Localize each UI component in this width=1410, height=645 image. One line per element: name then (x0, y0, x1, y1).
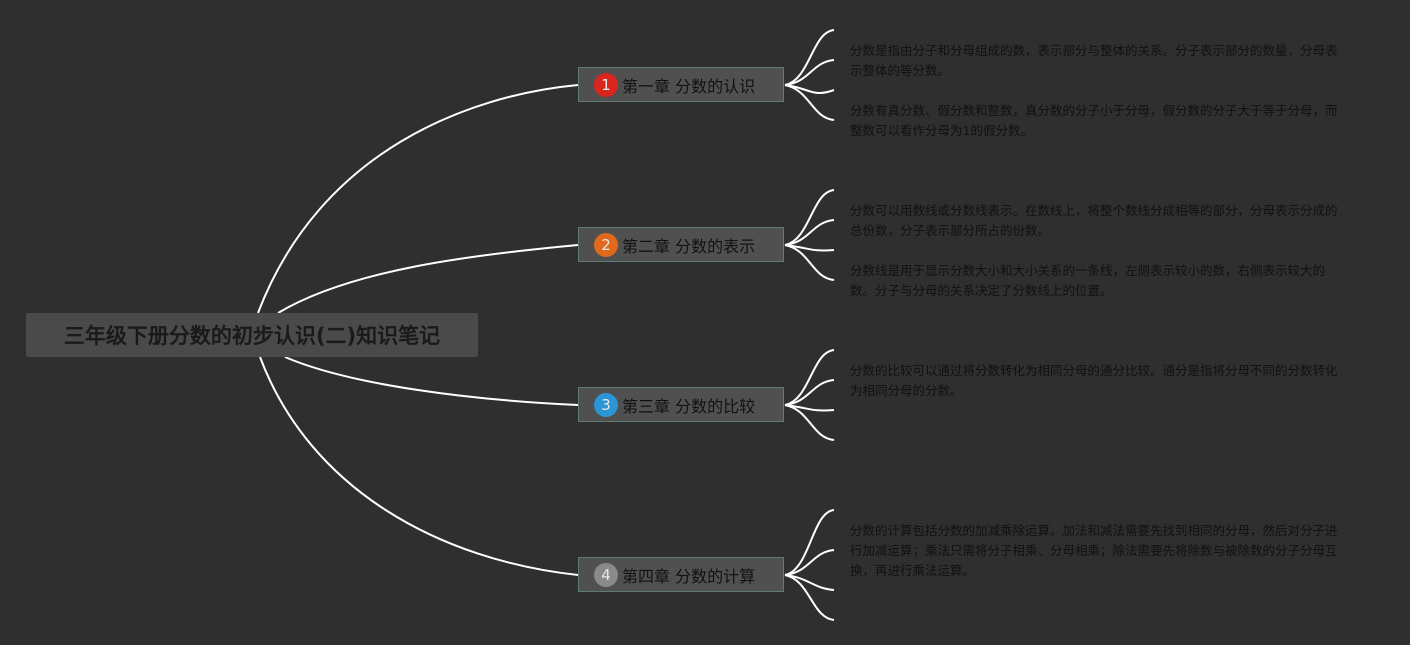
chapter-badge-2: 2 (594, 232, 618, 257)
fan-ch2 (784, 189, 835, 281)
connector-root-ch2 (277, 244, 579, 314)
root-node[interactable]: 三年级下册分数的初步认识(二)知识笔记 (26, 313, 478, 357)
chapter-label-1: 第一章 分数的认识 (622, 76, 756, 96)
chapter-node-1[interactable]: 1 第一章 分数的认识 (578, 67, 784, 102)
chapter-badge-1: 1 (594, 72, 618, 97)
connector-root-ch3 (284, 356, 579, 406)
connector-root-ch1 (257, 84, 579, 314)
chapter-label-2: 第二章 分数的表示 (622, 236, 756, 256)
note-3-1: 分数的比较可以通过将分数转化为相同分母的通分比较。通分是指将分母不同的分数转化为… (850, 363, 1338, 398)
chapter-node-4[interactable]: 4 第四章 分数的计算 (578, 557, 784, 592)
fan-ch1 (784, 29, 835, 121)
root-title: 三年级下册分数的初步认识(二)知识笔记 (63, 324, 441, 348)
connector-root-ch4 (259, 356, 579, 576)
note-1-1: 分数是指由分子和分母组成的数，表示部分与整体的关系。分子表示部分的数量，分母表示… (850, 43, 1338, 78)
note-2-2: 分数线是用于显示分数大小和大小关系的一条线，左侧表示较小的数，右侧表示较大的数。… (850, 263, 1326, 298)
chapter-node-2[interactable]: 2 第二章 分数的表示 (578, 227, 784, 262)
chapter-label-4: 第四章 分数的计算 (622, 566, 756, 586)
chapter-badge-3: 3 (594, 392, 618, 417)
chapter-badge-4: 4 (594, 562, 618, 587)
note-1-2: 分数有真分数、假分数和整数，真分数的分子小于分母，假分数的分子大于等于分母，而整… (850, 103, 1338, 138)
note-2-1: 分数可以用数线或分数线表示。在数线上，将整个数线分成相等的部分，分母表示分成的总… (850, 203, 1338, 238)
note-4-1: 分数的计算包括分数的加减乘除运算。加法和减法需要先找到相同的分母，然后对分子进行… (850, 523, 1338, 578)
fan-ch3 (784, 349, 835, 441)
chapter-node-3[interactable]: 3 第三章 分数的比较 (578, 387, 784, 422)
chapter-label-3: 第三章 分数的比较 (622, 396, 756, 416)
fan-ch4 (784, 509, 835, 621)
